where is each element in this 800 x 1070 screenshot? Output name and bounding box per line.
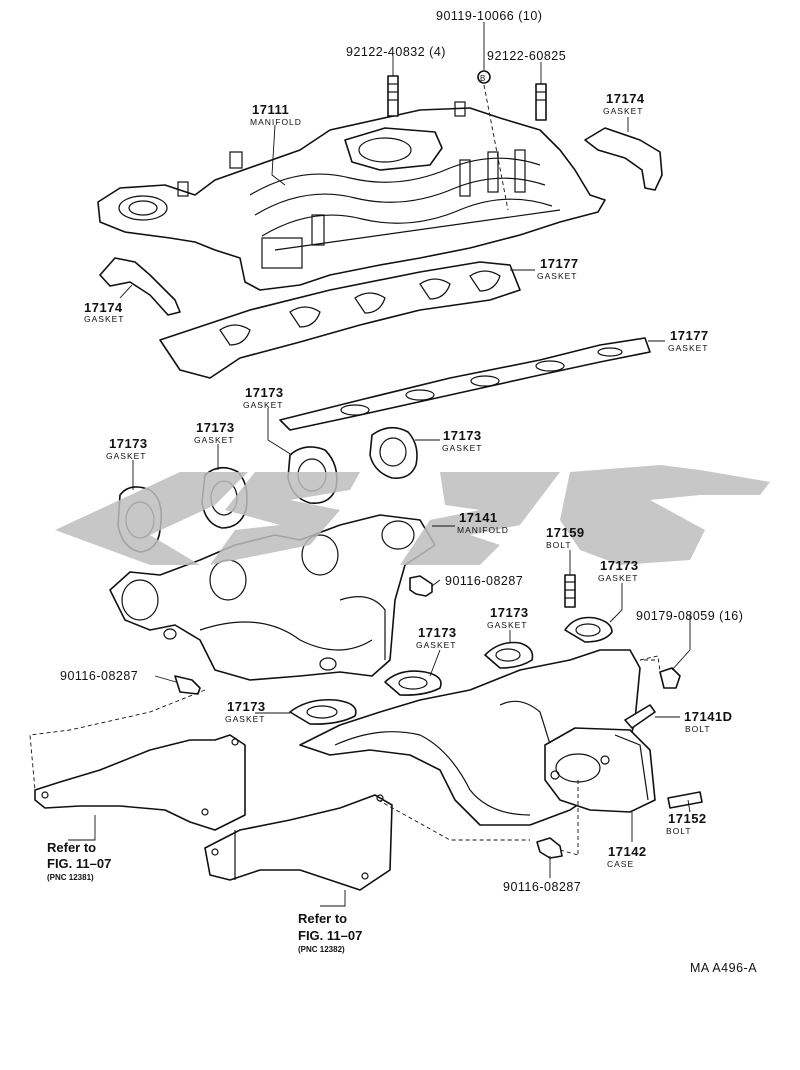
part-number: 90116-08287 — [503, 880, 581, 894]
label-17173-c: 17173 GASKET — [442, 428, 482, 453]
label-90119: 90119-10066 (10) — [436, 9, 542, 23]
part-number: 90119-10066 (10) — [436, 9, 542, 23]
part-number: 17173 — [443, 428, 482, 443]
watermark-logo — [55, 465, 770, 565]
part-number: 17177 — [670, 328, 709, 343]
label-17173-h: 17173 GASKET — [225, 699, 266, 724]
part-number: 17173 — [227, 699, 266, 714]
part-description: BOLT — [546, 540, 572, 550]
refer-line2: FIG. 11–07 — [298, 928, 362, 943]
label-17141d: 17141D BOLT — [684, 709, 733, 734]
part-number: 90116-08287 — [60, 669, 138, 683]
label-90179: 90179-08059 (16) — [636, 609, 743, 623]
part-number: 17152 — [668, 811, 707, 826]
part-number: 92122-60825 — [487, 49, 566, 63]
part-number: 17173 — [490, 605, 529, 620]
label-17174-right: 17174 GASKET — [603, 91, 645, 116]
label-17141: 17141 MANIFOLD — [457, 510, 509, 535]
dashed-guides — [29, 655, 661, 855]
part-description: CASE — [607, 859, 634, 869]
part-number: 17174 — [606, 91, 645, 106]
refer-line2: FIG. 11–07 — [47, 856, 111, 871]
exhaust-manifold-right-drawing — [299, 649, 656, 826]
intake-manifold-drawing — [97, 101, 606, 291]
part-description: GASKET — [106, 451, 146, 461]
refer-line1: Refer to — [47, 840, 96, 855]
part-number: 17173 — [600, 558, 639, 573]
part-number: 17141D — [684, 709, 733, 724]
part-description: GASKET — [243, 400, 283, 410]
part-description: GASKET — [84, 314, 124, 324]
gasket-17177-upper-drawing — [159, 261, 521, 379]
label-90116-b: 90116-08287 — [60, 669, 138, 683]
svg-text:B: B — [480, 74, 485, 83]
part-number: 17111 — [252, 102, 289, 117]
part-number: 17159 — [546, 525, 585, 540]
label-17173-a: 17173 GASKET — [243, 385, 284, 410]
part-description: BOLT — [666, 826, 692, 836]
part-number: 17173 — [196, 420, 235, 435]
part-number: 92122-40832 (4) — [346, 45, 446, 59]
refer-note-2: Refer to FIG. 11–07 (PNC 12382) — [298, 911, 362, 954]
label-90116-c: 90116-08287 — [503, 880, 581, 894]
refer-note-1: Refer to FIG. 11–07 (PNC 12381) — [47, 840, 111, 882]
label-17142: 17142 CASE — [607, 844, 647, 869]
label-90116-a: 90116-08287 — [445, 574, 523, 588]
label-17174-left: 17174 GASKET — [84, 300, 124, 324]
label-17173-e: 17173 GASKET — [598, 558, 639, 583]
diagram-code: MA A496-A — [690, 961, 757, 975]
part-number: 17177 — [540, 256, 579, 271]
part-description: GASKET — [603, 106, 643, 116]
part-description: GASKET — [537, 271, 577, 281]
label-17173-d: 17173 GASKET — [106, 436, 148, 461]
part-description: GASKET — [598, 573, 638, 583]
part-description: GASKET — [487, 620, 527, 630]
part-description: GASKET — [194, 435, 234, 445]
label-17152: 17152 BOLT — [666, 811, 707, 836]
label-17173-g: 17173 GASKET — [416, 625, 457, 650]
part-number: 17173 — [418, 625, 457, 640]
part-number: 90179-08059 (16) — [636, 609, 743, 623]
part-number: 17141 — [459, 510, 498, 525]
fasteners-drawing — [174, 574, 703, 859]
label-17111: 17111 MANIFOLD — [250, 102, 302, 127]
part-number: 17174 — [84, 300, 123, 315]
refer-line1: Refer to — [298, 911, 347, 926]
label-92122-b: 92122-60825 — [487, 49, 566, 63]
part-number: 17173 — [109, 436, 148, 451]
heat-insulators-drawing — [34, 734, 393, 891]
part-number: 17173 — [245, 385, 284, 400]
refer-line3: (PNC 12382) — [298, 945, 345, 954]
gasket-17174-drawings — [99, 127, 663, 316]
part-description: MANIFOLD — [250, 117, 302, 127]
part-number: 90116-08287 — [445, 574, 523, 588]
part-description: GASKET — [442, 443, 482, 453]
label-92122-a: 92122-40832 (4) — [346, 45, 446, 59]
label-17173-b: 17173 GASKET — [194, 420, 235, 445]
part-description: GASKET — [416, 640, 456, 650]
refer-line3: (PNC 12381) — [47, 873, 94, 882]
leader-lines — [68, 22, 691, 907]
part-description: MANIFOLD — [457, 525, 509, 535]
label-17177-b: 17177 GASKET — [668, 328, 709, 353]
part-description: BOLT — [685, 724, 711, 734]
label-17159: 17159 BOLT — [546, 525, 585, 550]
part-number: 17142 — [608, 844, 647, 859]
label-17173-f: 17173 GASKET — [487, 605, 529, 630]
part-description: GASKET — [225, 714, 265, 724]
gasket-17177-lower-drawing — [279, 337, 651, 431]
label-17177-a: 17177 GASKET — [537, 256, 579, 281]
part-description: GASKET — [668, 343, 708, 353]
studs-top-drawing: B — [387, 70, 547, 211]
